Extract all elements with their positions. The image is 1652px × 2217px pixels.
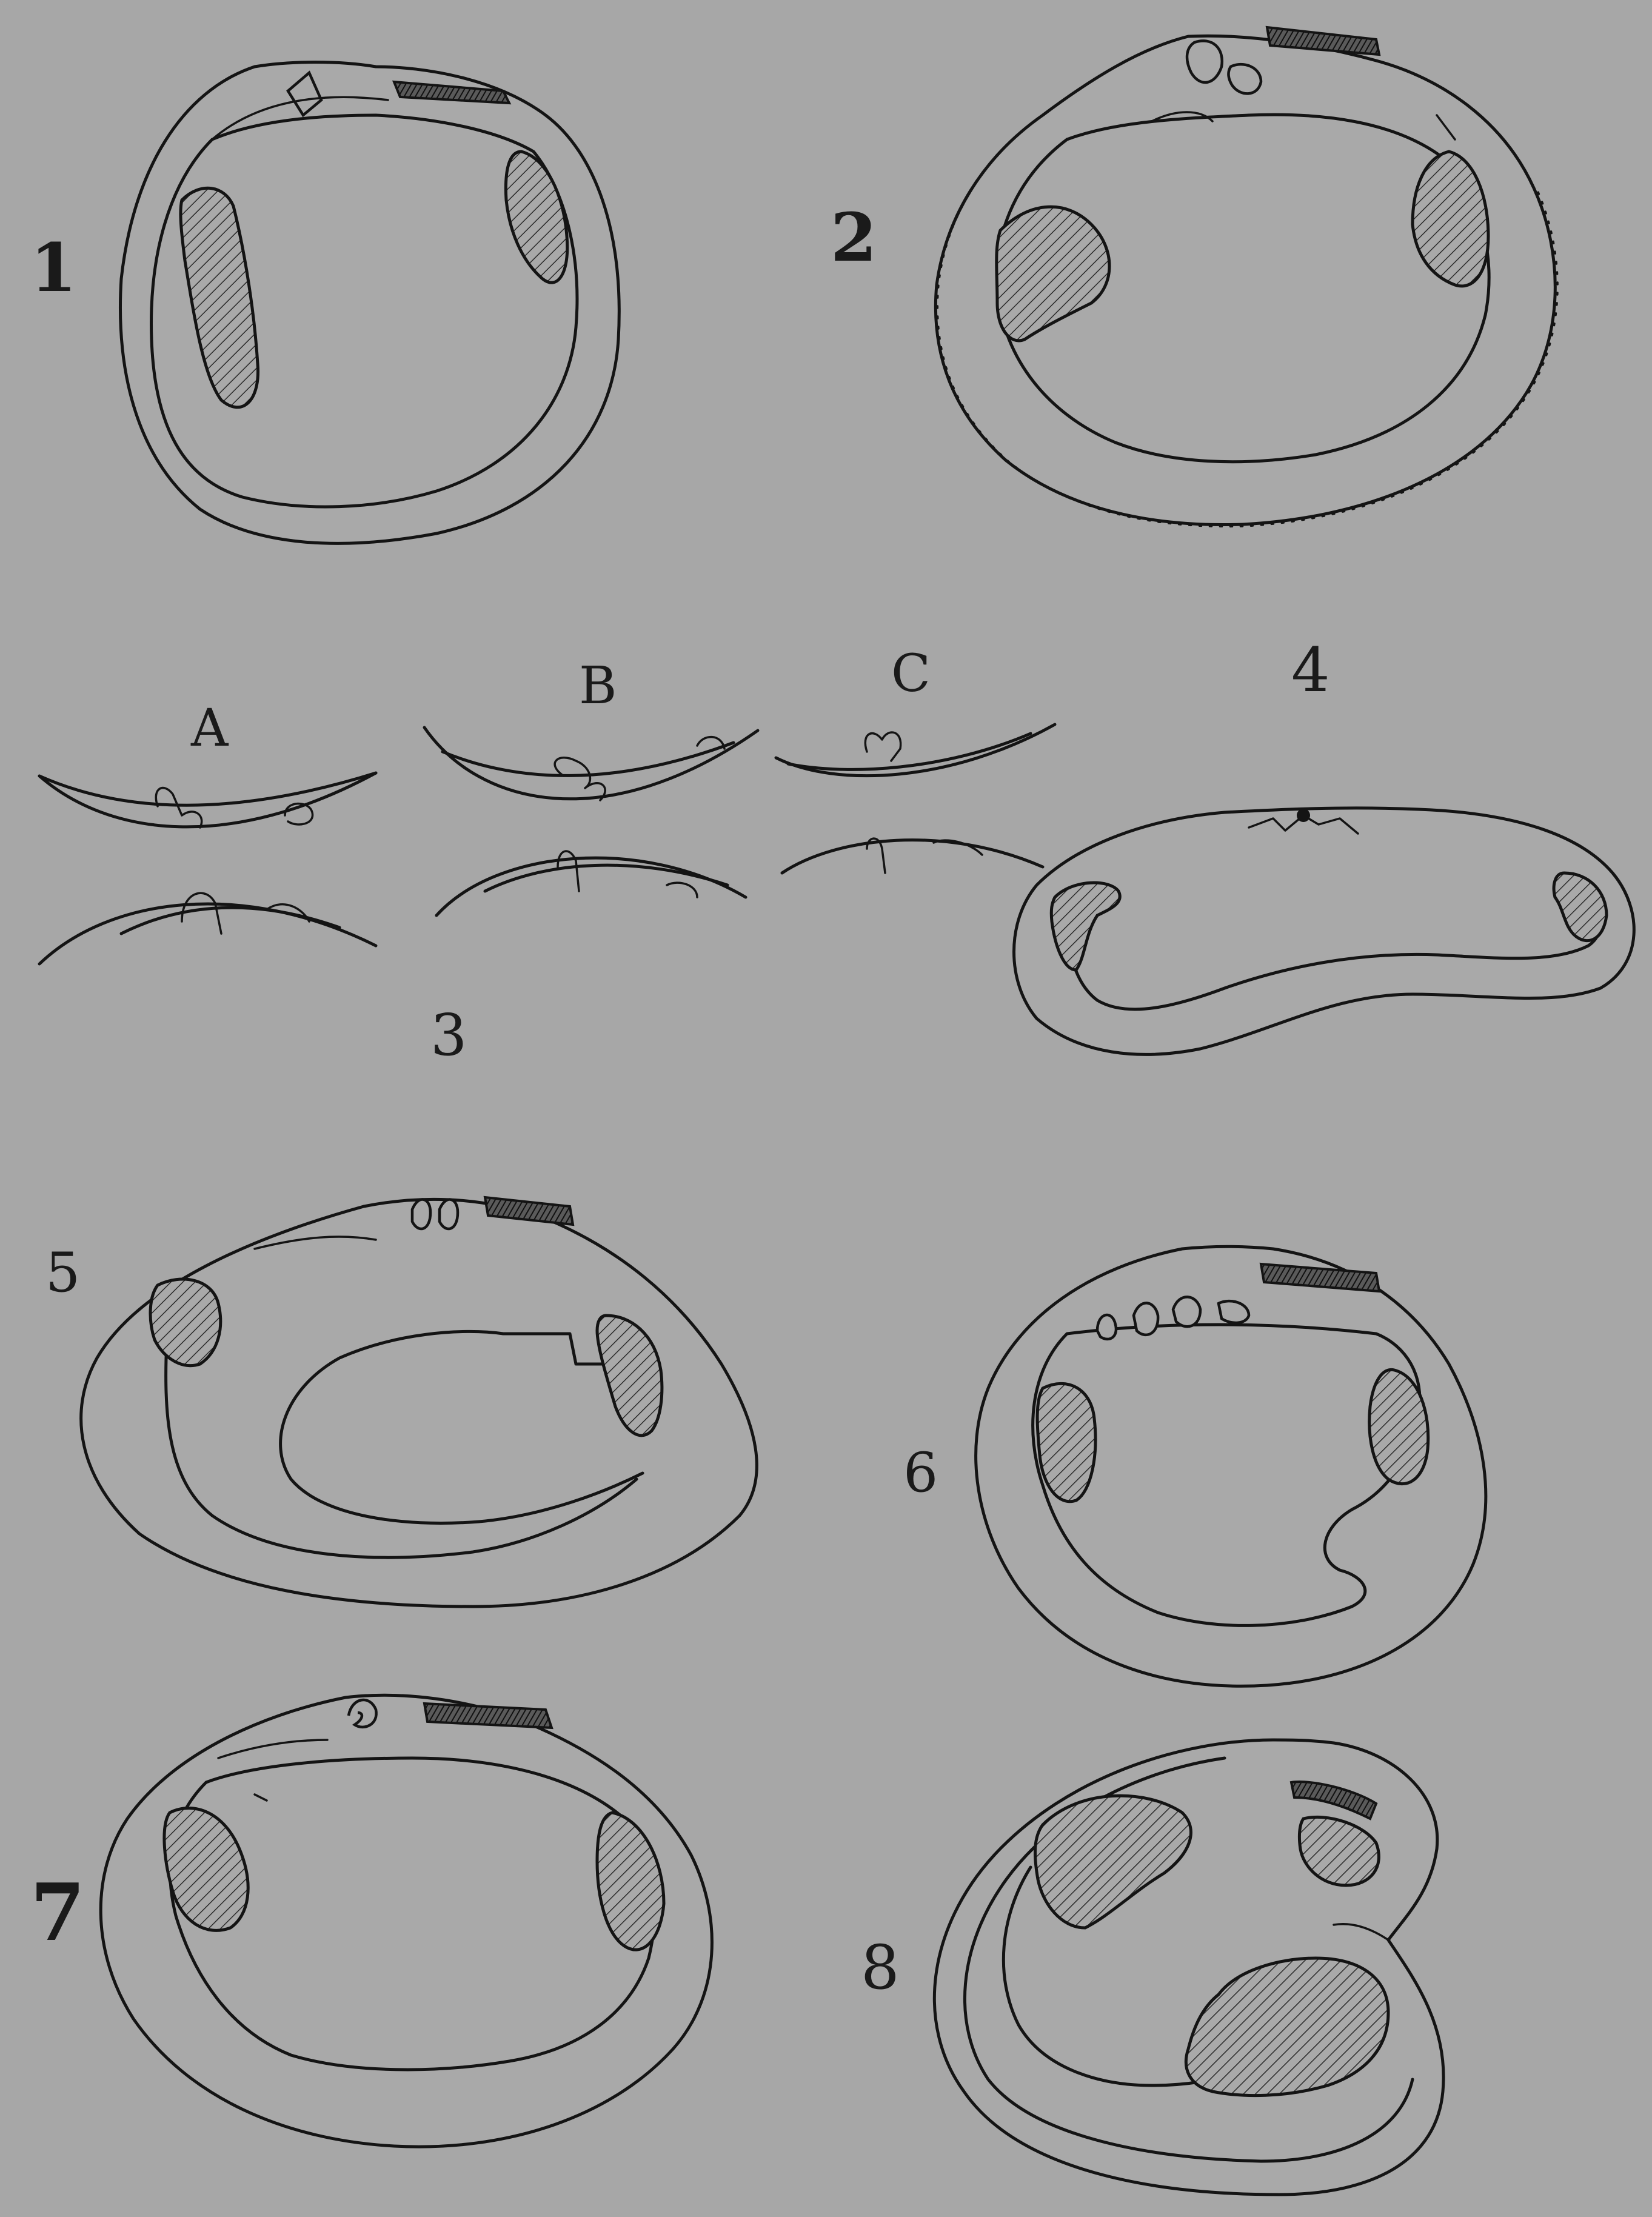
figure-3-label: 3 [430,1002,467,1069]
figure-3c-hinge [776,724,1055,873]
figure-8-label: 8 [861,1932,900,2003]
figure-3a-label: A [190,698,229,758]
figure-5-label: 5 [45,1241,80,1305]
figure-2-shell [935,27,1557,526]
figure-4-shell [1014,808,1634,1054]
figure-5-shell [81,1197,757,1607]
figure-6-label: 6 [903,1441,938,1505]
figure-3b-hinge [424,727,758,915]
figure-3c-label: C [891,644,931,704]
figure-8-shell [934,1740,1443,2195]
figure-4-label: 4 [1291,635,1330,706]
figure-3a-hinge [39,773,376,964]
figure-7-shell [101,1695,712,2147]
anterior-muscle-scar [1037,1383,1095,1501]
figure-3b-label: B [579,656,617,716]
figure-1-label: 1 [30,229,77,307]
figure-7-label: 7 [30,1866,85,1959]
figure-6-shell [976,1246,1486,1686]
figure-1-shell [121,62,620,544]
figure-2-label: 2 [831,198,877,276]
